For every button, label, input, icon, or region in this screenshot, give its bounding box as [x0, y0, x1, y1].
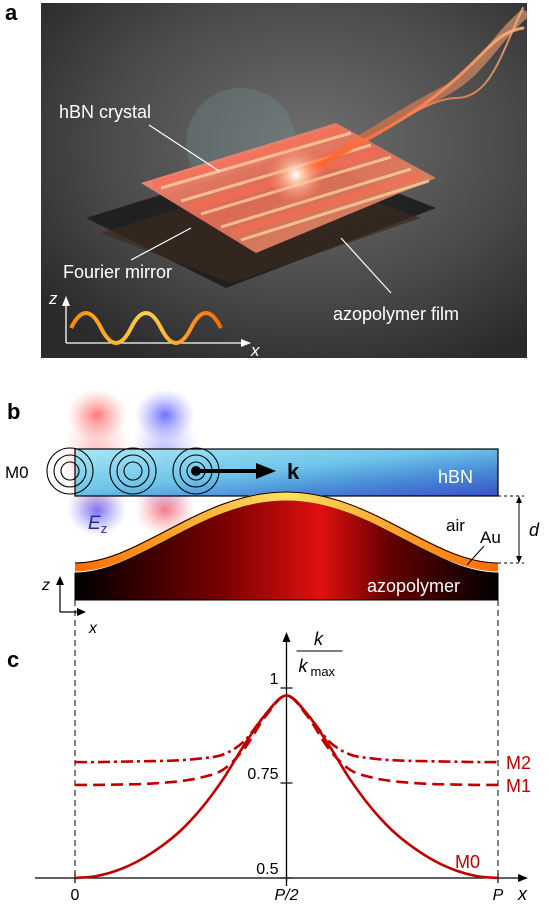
k-label: k: [287, 459, 300, 484]
laser-spot: [266, 145, 326, 205]
au-label: Au: [480, 528, 501, 547]
panel-b-axis-x: x: [88, 620, 98, 637]
panel-a-label: a: [5, 0, 18, 25]
y-label-denominator-sub: max: [311, 664, 336, 679]
d-dimension: [498, 495, 524, 564]
series-label-m2: M2: [506, 753, 531, 773]
x-axis-arrow: [518, 874, 528, 882]
panel-a-illustration: hBN crystal Fourier mirror azopolymer fi…: [41, 3, 527, 358]
gold-layer: [74, 491, 499, 572]
x-tick-label: P/2: [274, 887, 298, 904]
hbn-label: hBN: [438, 467, 473, 487]
panel-a-axis-x: x: [250, 341, 260, 358]
azopolymer-film-label: azopolymer film: [333, 304, 459, 324]
ez-label-main: E: [88, 513, 101, 534]
panel-b-axes: [59, 581, 80, 613]
panel-c-label: c: [7, 647, 19, 672]
y-tick-label: 0.5: [256, 861, 278, 878]
hbn-slab: [74, 448, 499, 497]
series-label-m0: M0: [455, 852, 480, 872]
y-axis-arrow: [282, 632, 291, 642]
panel-a-axis-z: z: [48, 289, 58, 308]
series-label-m1: M1: [506, 776, 531, 796]
y-tick-label: 0.75: [247, 766, 278, 783]
y-label-numerator: k: [314, 629, 324, 649]
x-tick-label: P: [493, 887, 504, 904]
panel-b-axis-z: z: [41, 577, 50, 594]
panel-b-label: b: [7, 399, 20, 424]
air-label: air: [446, 516, 465, 535]
x-axis-label: x: [517, 884, 528, 904]
mirror-profile-wave: [69, 311, 223, 345]
laser-beam: [291, 7, 527, 180]
azopolymer-label: azopolymer: [367, 576, 460, 596]
y-label-denominator: k: [299, 656, 309, 676]
hbn-crystal-label: hBN crystal: [59, 102, 151, 122]
x-tick-label: 0: [71, 887, 80, 904]
ez-label-sub: z: [101, 521, 108, 536]
ez-label: Ez: [88, 513, 107, 536]
d-label: d: [529, 520, 540, 540]
fourier-mirror-label: Fourier mirror: [63, 262, 172, 282]
mode-label-m0: M0: [5, 463, 29, 482]
y-tick-label: 1: [270, 671, 279, 688]
k-arrow: [191, 463, 276, 479]
series-line-m2: [74, 694, 499, 764]
